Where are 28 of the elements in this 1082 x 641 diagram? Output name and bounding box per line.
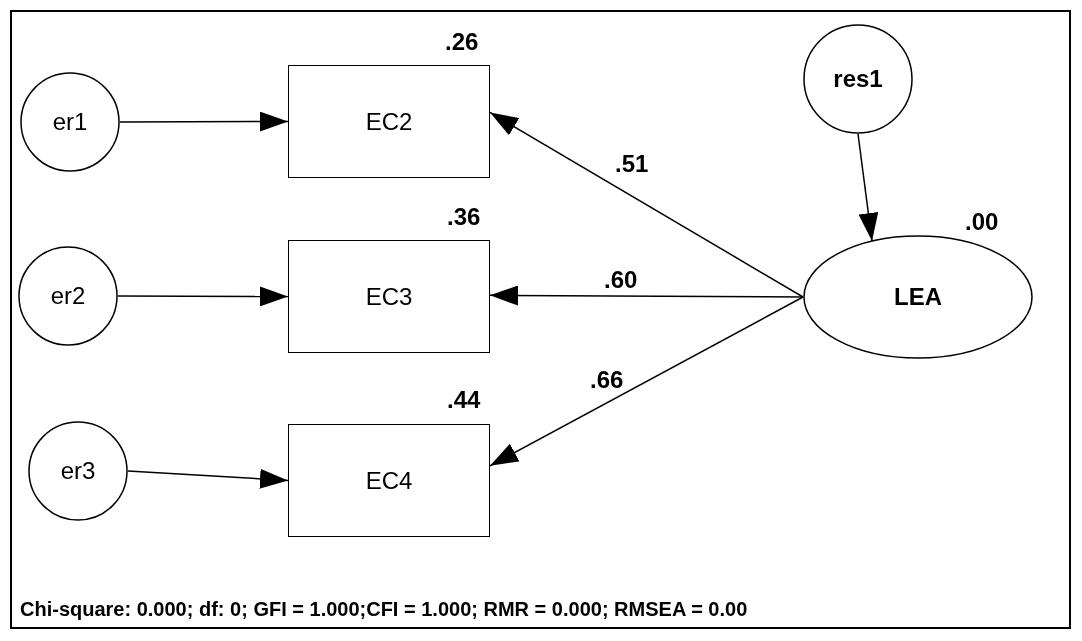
arrow <box>489 111 804 298</box>
r-squared-value: .36 <box>447 205 481 229</box>
arrow <box>117 286 289 307</box>
error-circle <box>28 421 128 521</box>
arrow <box>857 133 879 242</box>
node-label: LEA <box>894 283 942 311</box>
latent-ellipse <box>803 235 1033 359</box>
error-circle <box>803 24 913 134</box>
r-squared-value: .44 <box>447 388 481 412</box>
arrow <box>489 296 804 467</box>
node-label: res1 <box>833 65 883 93</box>
arrow <box>127 468 289 489</box>
fit-statistics-note: Chi-square: 0.000; df: 0; GFI = 1.000;CFI = 1.000; RMR = 0.000; RMSEA = 0.00 <box>20 598 748 621</box>
observed-variable-box <box>288 65 490 178</box>
observed-variable-box <box>288 424 490 537</box>
node-label: EC2 <box>365 107 413 136</box>
error-circle <box>18 246 118 346</box>
arrow <box>119 111 289 132</box>
node-label: er2 <box>50 282 86 310</box>
observed-variable-box <box>288 240 490 353</box>
node-label: EC4 <box>365 466 413 495</box>
r-squared-value: .00 <box>965 210 999 234</box>
node-label: er3 <box>60 457 96 485</box>
arrow <box>489 285 804 306</box>
error-circle <box>20 72 120 172</box>
node-label: EC3 <box>365 282 413 311</box>
r-squared-value: .26 <box>445 30 479 54</box>
node-label: er1 <box>52 108 88 136</box>
